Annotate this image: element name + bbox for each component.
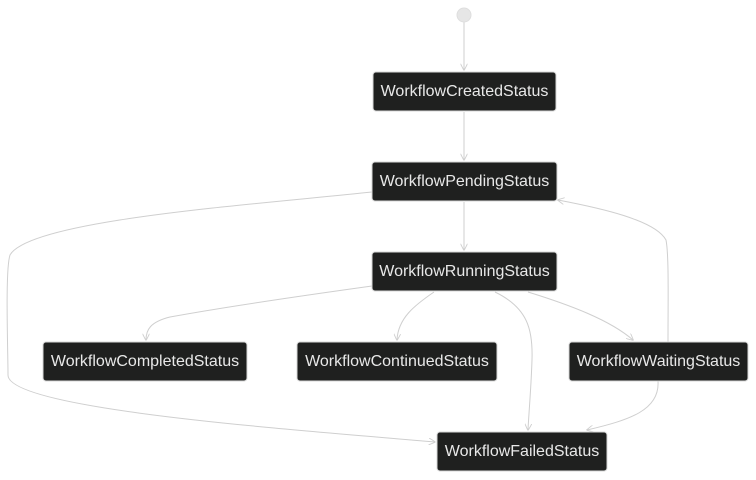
edge-running-to-failed <box>494 291 533 430</box>
state-failed: WorkflowFailedStatus <box>436 431 608 472</box>
edge-running-to-continued <box>397 291 435 340</box>
edge-running-to-completed <box>146 285 373 340</box>
start-state <box>456 7 472 23</box>
state-completed: WorkflowCompletedStatus <box>42 341 248 382</box>
state-pending: WorkflowPendingStatus <box>371 161 558 202</box>
state-label: WorkflowCompletedStatus <box>51 353 239 370</box>
state-label: WorkflowFailedStatus <box>445 443 599 460</box>
edge-waiting-to-pending <box>558 200 669 344</box>
state-waiting: WorkflowWaitingStatus <box>568 341 749 382</box>
state-continued: WorkflowContinuedStatus <box>296 341 498 382</box>
state-label: WorkflowCreatedStatus <box>381 83 549 100</box>
edge-pending-to-failed <box>6 191 435 442</box>
state-running: WorkflowRunningStatus <box>371 251 558 292</box>
state-label: WorkflowRunningStatus <box>379 263 549 280</box>
edge-running-to-waiting <box>527 291 633 340</box>
state-created: WorkflowCreatedStatus <box>372 71 557 112</box>
edge-waiting-to-failed <box>587 380 659 430</box>
state-label: WorkflowWaitingStatus <box>577 353 741 370</box>
state-label: WorkflowPendingStatus <box>380 173 550 190</box>
transitions <box>6 22 669 442</box>
state-label: WorkflowContinuedStatus <box>305 353 489 370</box>
